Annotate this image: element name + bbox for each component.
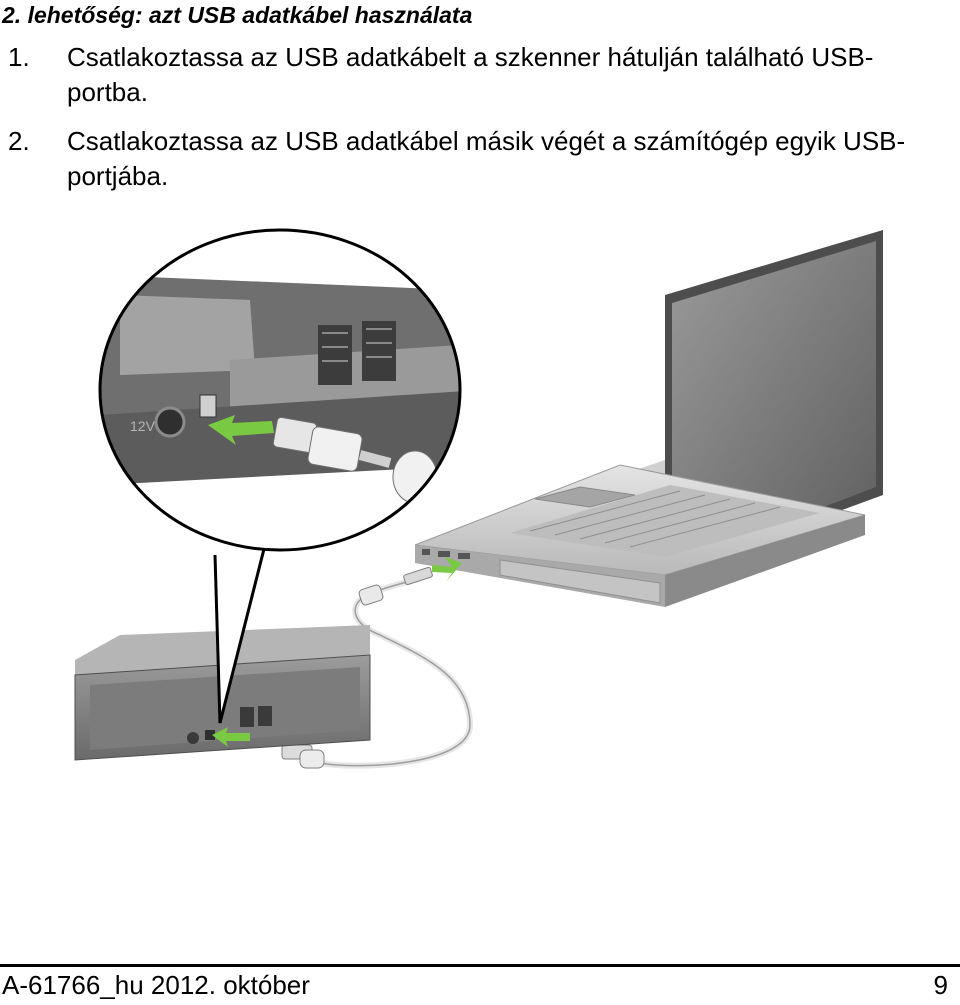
footer-document-reference: A-61766_hu 2012. október <box>2 970 310 1000</box>
step-text: Csatlakoztassa az USB adatkábel másik vé… <box>67 126 906 191</box>
laptop-usb-port <box>438 551 450 557</box>
arrow-icon <box>208 415 274 445</box>
magnified-inset: 12V <box>98 228 462 552</box>
footer-divider <box>0 964 960 967</box>
arrow-icon <box>432 557 462 582</box>
step-text: Csatlakoztassa az USB adatkábelt a szken… <box>67 42 874 107</box>
step-1: 1. Csatlakoztassa az USB adatkábelt a sz… <box>8 40 948 115</box>
usb-connection-illustration: 12V <box>74 228 883 769</box>
section-heading: 2. lehetőség: azt USB adatkábel használa… <box>2 2 473 28</box>
footer-page-number: 9 <box>933 970 948 1000</box>
step-number: 2. <box>8 126 30 156</box>
laptop <box>414 230 883 607</box>
arrow-icon <box>212 727 250 747</box>
inset-port-label: 12V <box>130 418 156 434</box>
step-2: 2. Csatlakoztassa az USB adatkábel másik… <box>8 124 948 199</box>
scanner-usb-port <box>205 730 215 740</box>
step-number: 1. <box>8 42 30 72</box>
